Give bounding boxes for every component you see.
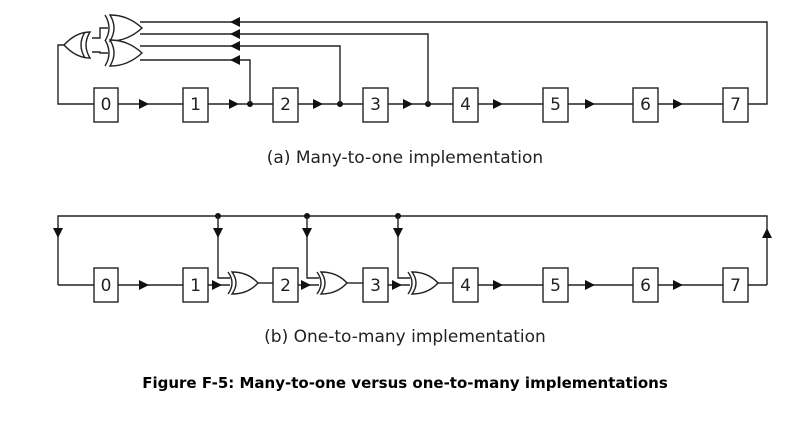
xor-gate-a-bottom — [104, 39, 144, 67]
xor-gate-a-final — [63, 31, 92, 59]
arrow-fb-a-3 — [230, 41, 240, 51]
register-a-5-label: 5 — [550, 95, 561, 115]
register-b-4-label: 4 — [460, 276, 471, 296]
arrow-fb-a-2 — [230, 55, 240, 65]
arrow-a-4 — [403, 99, 413, 109]
register-b-6-label: 6 — [640, 276, 651, 296]
register-b-0-label: 0 — [101, 276, 112, 296]
register-a-7-label: 7 — [730, 95, 741, 115]
register-b-1-label: 1 — [190, 276, 201, 296]
register-b-1 — [182, 267, 209, 303]
register-b-3-label: 3 — [370, 276, 381, 296]
register-a-7 — [722, 87, 749, 123]
xor-gate-b-3 — [407, 271, 439, 295]
arrow-b-6 — [585, 280, 595, 290]
register-a-0-label: 0 — [101, 95, 112, 115]
drop-b-3 — [397, 216, 410, 279]
arrow-a-2 — [229, 99, 239, 109]
arrow-fb-b-left — [53, 228, 63, 238]
xor-gate-a-top — [104, 14, 144, 42]
feedback-b-loop — [57, 215, 768, 285]
register-a-5 — [542, 87, 569, 123]
register-b-7 — [722, 267, 749, 303]
arrow-b-5 — [493, 280, 503, 290]
arrow-drop-b-3 — [393, 228, 403, 238]
register-a-2-label: 2 — [280, 95, 291, 115]
diagram-b: 0 1 2 3 4 5 6 7 (b) One-to-many implemen… — [53, 213, 772, 347]
drop-b-2 — [306, 216, 319, 279]
arrow-fb-a-7 — [230, 17, 240, 27]
arrow-b-4 — [392, 280, 402, 290]
register-b-5 — [542, 267, 569, 303]
register-a-3 — [362, 87, 389, 123]
register-a-2 — [272, 87, 299, 123]
register-b-3 — [362, 267, 389, 303]
arrow-a-1 — [139, 99, 149, 109]
wire-a-top-gate-out — [92, 27, 108, 39]
register-a-3-label: 3 — [370, 95, 381, 115]
caption-b: (b) One-to-many implementation — [264, 327, 546, 347]
feedback-a-7 — [140, 21, 768, 105]
register-a-1 — [182, 87, 209, 123]
register-b-2 — [272, 267, 299, 303]
register-b-0 — [93, 267, 119, 303]
arrow-drop-b-2 — [302, 228, 312, 238]
arrow-a-5 — [493, 99, 503, 109]
register-a-0 — [93, 87, 119, 123]
register-b-4 — [452, 267, 479, 303]
register-a-1-label: 1 — [190, 95, 201, 115]
figure-title: Figure F-5: Many-to-one versus one-to-ma… — [142, 374, 668, 392]
register-a-4-label: 4 — [460, 95, 471, 115]
xor-gate-b-1 — [227, 271, 259, 295]
arrow-b-2 — [212, 280, 222, 290]
arrow-a-7 — [673, 99, 683, 109]
feedback-a-2 — [140, 59, 251, 104]
register-b-2-label: 2 — [280, 276, 291, 296]
register-a-4 — [452, 87, 479, 123]
arrow-b-1 — [139, 280, 149, 290]
caption-a: (a) Many-to-one implementation — [267, 148, 543, 168]
arrow-a-6 — [585, 99, 595, 109]
arrow-b-7 — [673, 280, 683, 290]
arrow-fb-b-right — [762, 228, 772, 238]
register-b-7-label: 7 — [730, 276, 741, 296]
arrow-fb-a-4 — [230, 29, 240, 39]
arrow-drop-b-1 — [213, 228, 223, 238]
wire-a-bottom-gate-out — [92, 51, 108, 54]
register-b-6 — [632, 267, 659, 303]
wire-a-gate-to-0 — [57, 44, 94, 105]
diagram-a: 0 1 2 3 4 5 6 7 (a) Many-to-one implemen… — [57, 14, 768, 168]
register-b-5-label: 5 — [550, 276, 561, 296]
feedback-a-3 — [140, 45, 341, 104]
arrow-b-3 — [301, 280, 311, 290]
xor-gate-b-2 — [316, 271, 348, 295]
register-a-6-label: 6 — [640, 95, 651, 115]
arrow-a-3 — [313, 99, 323, 109]
drop-b-1 — [217, 216, 230, 279]
register-a-6 — [632, 87, 659, 123]
